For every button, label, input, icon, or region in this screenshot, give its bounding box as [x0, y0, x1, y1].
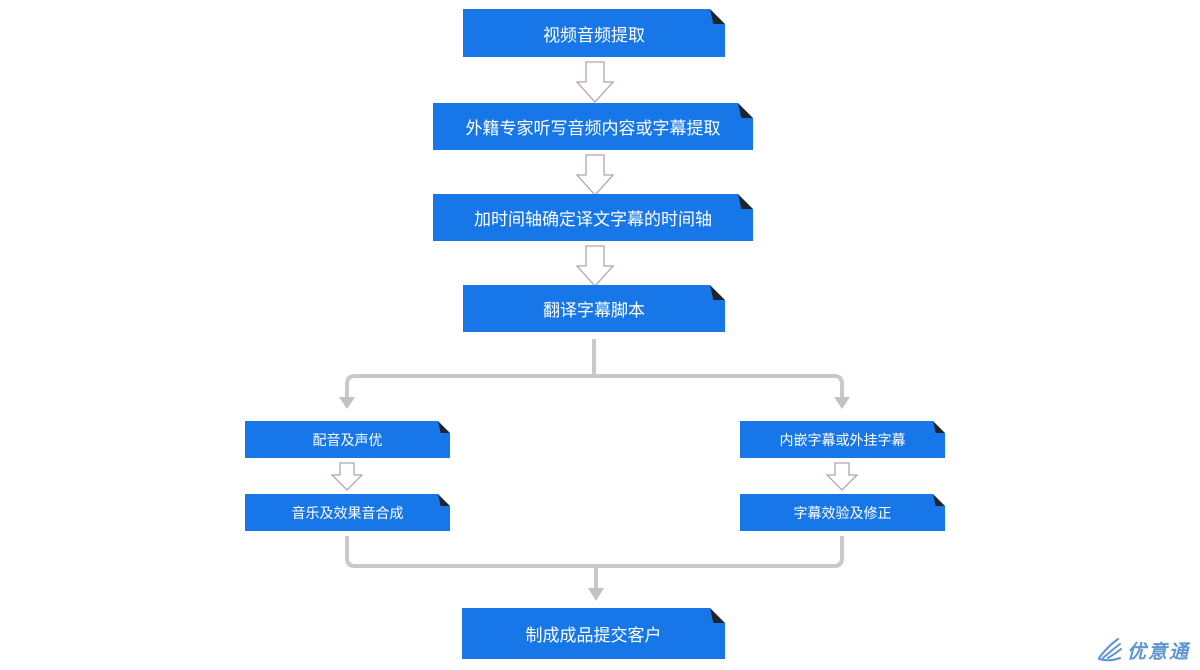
- folded-corner-icon: [738, 103, 753, 118]
- node-deliver-to-client: 制成成品提交客户: [462, 608, 725, 659]
- node-label: 配音及声优: [312, 431, 383, 448]
- branch-connector: [345, 374, 844, 399]
- down-arrow-icon: [576, 154, 614, 196]
- node-label: 视频音频提取: [543, 25, 645, 45]
- node-label: 外籍专家听写音频内容或字幕提取: [465, 119, 721, 138]
- node-subtitle-check-fix: 字幕效验及修正: [740, 494, 945, 531]
- node-dubbing-voice: 配音及声优: [245, 421, 450, 458]
- folded-corner-icon: [438, 421, 450, 433]
- folded-corner-icon: [933, 494, 945, 506]
- node-label: 加时间轴确定译文字幕的时间轴: [474, 210, 712, 229]
- node-video-audio-extraction: 视频音频提取: [463, 9, 725, 57]
- merge-arrowhead-icon: [588, 588, 604, 601]
- merge-connector: [345, 536, 844, 568]
- node-label: 翻译字幕脚本: [543, 301, 645, 320]
- node-timeline-setting: 加时间轴确定译文字幕的时间轴: [433, 194, 753, 241]
- folded-corner-icon: [438, 494, 450, 506]
- node-label: 内嵌字幕或外挂字幕: [779, 431, 906, 448]
- node-translate-script: 翻译字幕脚本: [463, 285, 725, 332]
- logo-swoosh-icon: [1097, 638, 1122, 662]
- branch-left-arrowhead-icon: [339, 397, 355, 409]
- node-label: 制成成品提交客户: [525, 626, 662, 645]
- branch-right-arrowhead-icon: [834, 397, 850, 409]
- node-expert-dictation: 外籍专家听写音频内容或字幕提取: [433, 103, 753, 150]
- folded-corner-icon: [710, 285, 725, 300]
- down-arrow-icon: [331, 462, 363, 491]
- folded-corner-icon: [710, 608, 725, 623]
- folded-corner-icon: [933, 421, 945, 433]
- down-arrow-icon: [576, 61, 614, 103]
- down-arrow-icon: [826, 462, 858, 491]
- down-arrow-icon: [576, 245, 614, 287]
- node-label: 音乐及效果音合成: [291, 504, 404, 521]
- node-label: 字幕效验及修正: [793, 504, 892, 521]
- logo-text: 优意通: [1126, 642, 1190, 663]
- folded-corner-icon: [710, 9, 725, 24]
- brand-logo: 优意通: [1096, 637, 1190, 662]
- folded-corner-icon: [738, 194, 753, 209]
- node-music-sfx-mix: 音乐及效果音合成: [245, 494, 450, 531]
- node-embedded-or-external-subtitles: 内嵌字幕或外挂字幕: [740, 421, 945, 458]
